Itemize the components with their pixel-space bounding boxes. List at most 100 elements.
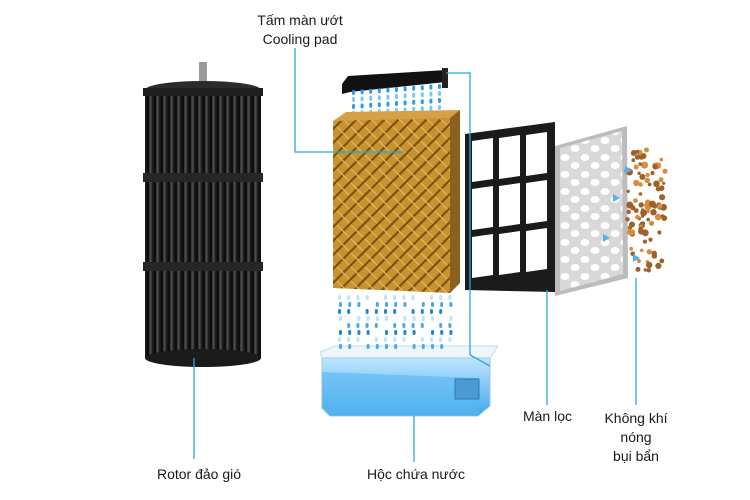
rotor-bottom-cap: [145, 349, 261, 367]
dust-particle: [638, 202, 644, 208]
water-drop: [440, 302, 444, 307]
water-drop: [420, 92, 424, 98]
water-drop: [375, 302, 379, 307]
tank-outlet-grille: [454, 378, 480, 400]
filter-cell: [526, 132, 547, 176]
water-tank-label: Hộc chứa nước: [367, 466, 465, 482]
dust-particle: [630, 150, 637, 156]
water-drop: [347, 309, 351, 314]
dust-particle: [638, 226, 643, 231]
water-drop: [360, 96, 364, 102]
water-drop: [439, 337, 443, 342]
leader-lines: [193, 48, 637, 462]
water-drop: [439, 295, 443, 300]
water-drop: [402, 295, 406, 300]
water-drop: [393, 337, 397, 342]
water-drop: [420, 309, 424, 314]
water-drop: [412, 85, 416, 91]
dust-particles: [603, 147, 668, 273]
water-drips-below-pad: [338, 295, 453, 349]
water-drop: [338, 309, 341, 314]
distribution-bar-frame: [342, 70, 446, 94]
water-drop: [431, 302, 434, 307]
filter-cell: [526, 180, 547, 224]
dust-particle: [647, 182, 652, 187]
water-drop: [402, 323, 406, 328]
dust-particle: [638, 192, 643, 196]
water-drop: [429, 84, 433, 90]
hot-air-label-line1: Không khí: [604, 410, 668, 426]
water-drop: [374, 337, 378, 342]
dust-particle: [635, 214, 640, 220]
hex-mesh-filter-illustration: [555, 126, 628, 296]
dust-particle: [646, 209, 650, 214]
water-drop: [369, 95, 373, 101]
water-drop: [352, 90, 355, 95]
dust-particle: [644, 177, 650, 183]
airflow-arrow-icon: [603, 234, 610, 242]
filter-frame-illustration: [465, 122, 555, 292]
water-drop: [430, 309, 433, 314]
water-drop: [352, 97, 355, 102]
cooling-pad-label-line1: Tấm màn ướt: [257, 12, 343, 28]
dust-particle: [639, 173, 646, 180]
water-drop: [394, 344, 398, 349]
filter-label: Màn lọc: [522, 408, 573, 424]
dust-particle: [635, 266, 641, 272]
water-drop: [385, 302, 388, 307]
water-drop: [421, 302, 425, 307]
water-drop: [420, 85, 424, 91]
dust-particle: [646, 267, 651, 273]
water-drop: [348, 302, 352, 307]
rotor-ring-top: [143, 88, 263, 96]
water-drop: [347, 337, 351, 342]
cooling-pad-front: [333, 118, 450, 293]
water-drop: [393, 323, 397, 328]
rotor-ring-2: [143, 262, 263, 271]
water-drop: [339, 330, 342, 335]
dust-particle: [633, 208, 639, 214]
dust-particle: [659, 194, 666, 201]
water-drop: [338, 337, 341, 342]
filter-cell: [472, 234, 493, 278]
dust-particle: [638, 162, 642, 166]
water-drop: [348, 330, 352, 335]
water-drop: [386, 94, 390, 100]
hot-air-label-line2: nóng: [620, 429, 652, 445]
filter-cell: [472, 138, 493, 182]
water-drop: [395, 94, 398, 99]
water-drop: [374, 309, 378, 314]
water-drop: [440, 344, 444, 349]
water-drop: [403, 86, 407, 92]
dust-particle: [640, 209, 647, 217]
water-drop: [365, 309, 369, 314]
dust-particle: [641, 161, 649, 169]
dust-particle: [638, 182, 643, 187]
water-drop: [393, 309, 397, 314]
water-tank-illustration: [319, 345, 499, 417]
water-drop: [375, 316, 379, 321]
hot-air-label-line3: bụi bẩn: [613, 448, 659, 464]
water-drop: [402, 337, 406, 342]
water-drop: [386, 87, 390, 93]
water-drop: [356, 323, 360, 328]
water-drop: [339, 316, 342, 321]
water-drop: [420, 99, 424, 105]
dust-particle: [646, 249, 652, 255]
water-drop: [339, 344, 342, 349]
leader-distribution: [446, 72, 491, 367]
water-drop: [356, 337, 360, 342]
water-drop: [403, 302, 407, 307]
water-drop: [360, 89, 364, 95]
water-drop: [411, 295, 415, 300]
rotor-body: [145, 90, 261, 358]
cooling-pad-label: Tấm màn ướt Cooling pad: [245, 11, 355, 49]
airflow-arrow-icon: [625, 166, 632, 174]
water-drop: [365, 323, 369, 328]
water-drop: [369, 102, 373, 108]
water-drop: [438, 98, 441, 103]
water-drop: [395, 101, 398, 106]
water-drop: [420, 106, 424, 112]
dust-particle: [650, 170, 655, 176]
